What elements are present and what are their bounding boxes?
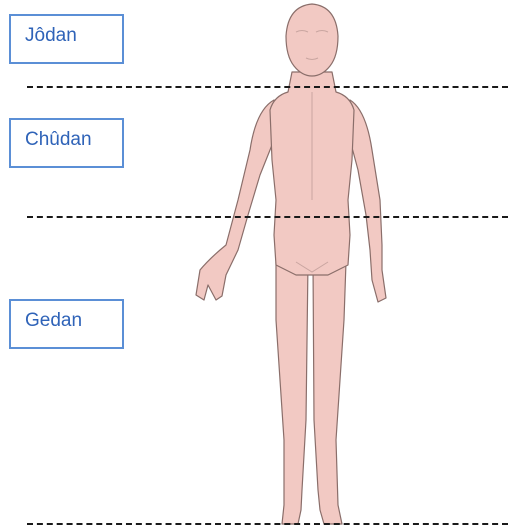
zone-divider-jodan-chudan — [27, 86, 508, 88]
zone-divider-bottom — [27, 523, 508, 525]
left-leg — [276, 262, 308, 524]
right-arm — [350, 100, 386, 302]
zone-divider-chudan-gedan — [27, 216, 508, 218]
left-arm — [196, 100, 274, 300]
head — [286, 4, 338, 76]
zone-label-gedan: Gedan — [9, 299, 124, 349]
zone-label-chudan: Chûdan — [9, 118, 124, 168]
zone-label-jodan: Jôdan — [9, 14, 124, 64]
right-leg — [313, 262, 346, 524]
human-figure-icon — [186, 0, 416, 529]
